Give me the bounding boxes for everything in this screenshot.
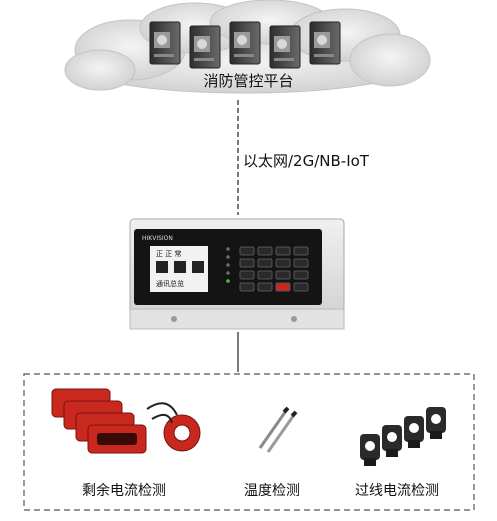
- swap-icon: [192, 261, 204, 273]
- brand-text: HIKVISION: [142, 235, 173, 242]
- platform-label: 消防管控平台: [203, 72, 294, 90]
- keypad: [239, 246, 309, 292]
- key-icon: [293, 258, 309, 268]
- server-icon: [229, 21, 261, 65]
- sensor-label-temperature: 温度检测: [244, 483, 300, 499]
- led-icon: [226, 255, 230, 259]
- key-icon: [257, 282, 273, 292]
- calendar-icon: [174, 261, 186, 273]
- key-icon: [275, 246, 291, 256]
- key-icon: [257, 270, 273, 280]
- screen-line-2: 通讯总览: [156, 279, 184, 288]
- cloud-graphic: [64, 0, 431, 94]
- screen-line-1: 正 正 常: [156, 249, 181, 258]
- key-icon: [275, 258, 291, 268]
- split-core-ct-icon: [360, 407, 446, 466]
- led-icon: [226, 271, 230, 275]
- server-icon: [149, 21, 181, 65]
- split-core-ct-unit-icon: [360, 434, 380, 466]
- server-icon: [269, 25, 301, 69]
- user-icon: [156, 261, 168, 273]
- key-icon: [275, 270, 291, 280]
- red-current-transformer-icon: [51, 388, 201, 454]
- split-core-ct-unit-icon: [426, 407, 446, 439]
- key-icon: [239, 246, 255, 256]
- split-core-ct-unit-icon: [404, 416, 424, 448]
- key-icon: [257, 246, 273, 256]
- split-core-ct-unit-icon: [382, 425, 402, 457]
- key-icon: [239, 282, 255, 292]
- sensor-frame: [23, 373, 475, 511]
- led-icon: [226, 279, 230, 283]
- key-icon: [239, 270, 255, 280]
- key-icon: [293, 270, 309, 280]
- screw-icon: [171, 316, 177, 322]
- key-icon: [293, 246, 309, 256]
- temperature-probe-icon: [258, 406, 298, 453]
- server-icon: [309, 21, 341, 65]
- sensor-label-residual: 剩余电流检测: [82, 483, 166, 499]
- link-label: 以太网/2G/NB-IoT: [243, 152, 369, 170]
- server-group: [149, 21, 341, 69]
- screw-icon: [291, 316, 297, 322]
- server-icon: [189, 25, 221, 69]
- indicator-leds: [226, 247, 230, 283]
- monitoring-device: HIKVISION 正 正 常 通讯总览: [129, 218, 345, 330]
- key-icon: [257, 258, 273, 268]
- sensor-label-overcurrent: 过线电流检测: [355, 483, 439, 499]
- key-icon: [293, 282, 309, 292]
- key-icon: [239, 258, 255, 268]
- key-icon: [275, 282, 291, 292]
- led-icon: [226, 247, 230, 251]
- led-icon: [226, 263, 230, 267]
- sensor-graphics: [51, 388, 446, 466]
